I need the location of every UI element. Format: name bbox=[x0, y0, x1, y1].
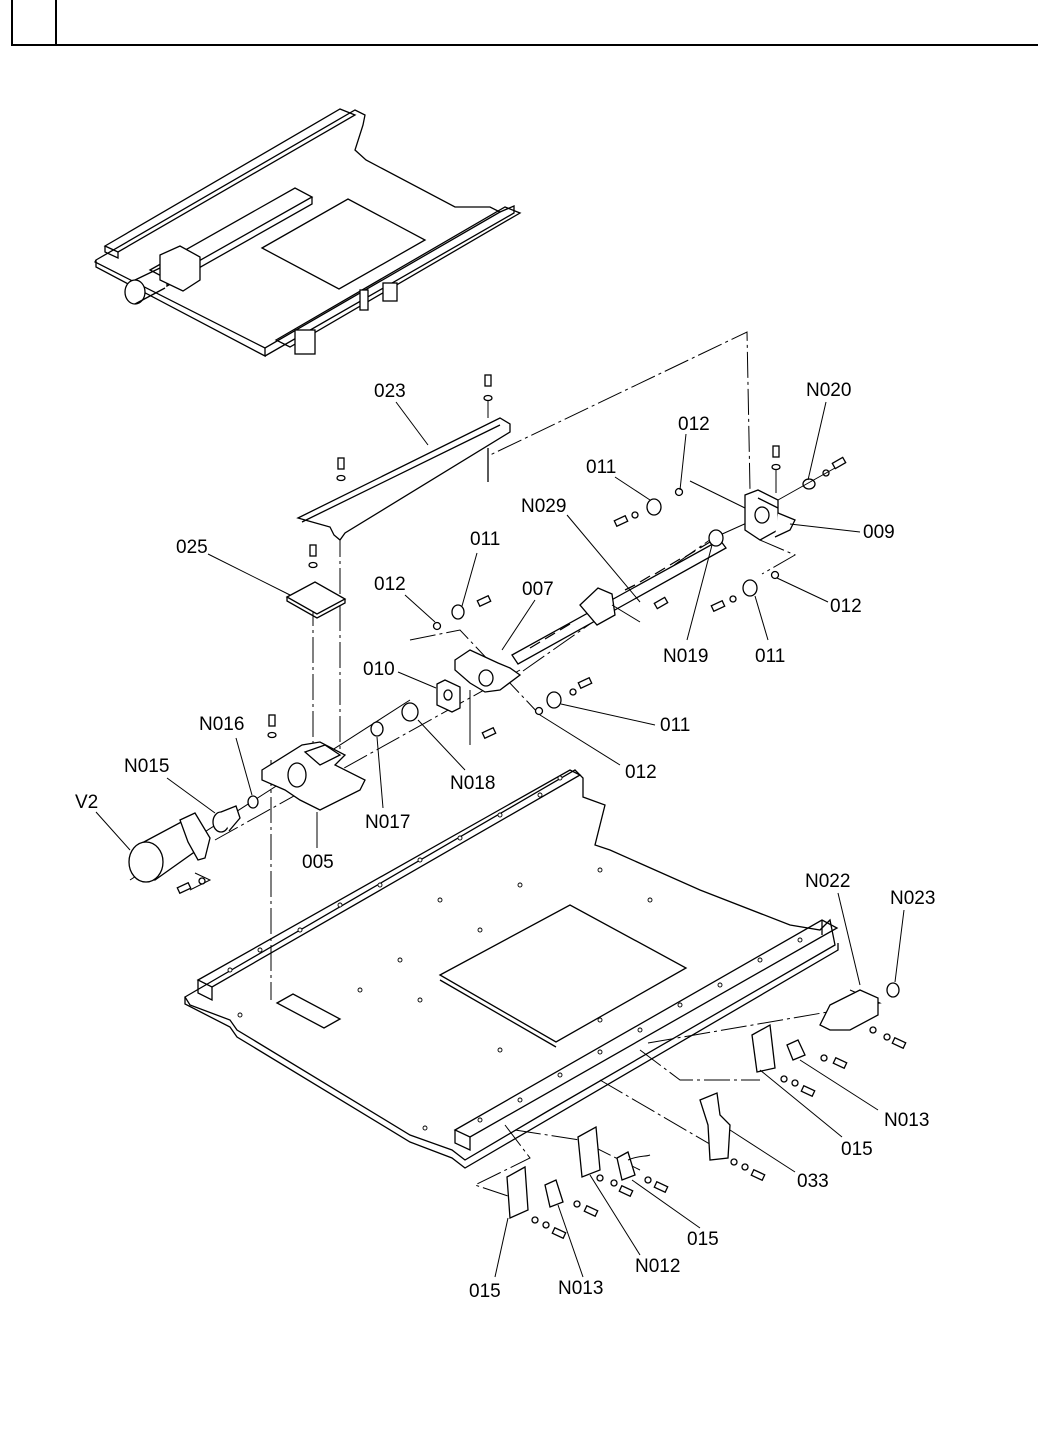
callout-015: 015 bbox=[841, 1139, 873, 1160]
callout-n023: N023 bbox=[890, 888, 935, 909]
callout-n018: N018 bbox=[450, 773, 495, 794]
callout-010: 010 bbox=[363, 659, 395, 680]
part-015-sensor-bracket-left bbox=[507, 1167, 598, 1238]
callout-012: 012 bbox=[374, 574, 406, 595]
callout-n013: N013 bbox=[884, 1110, 929, 1131]
screw-icon bbox=[772, 446, 780, 493]
screw-icon bbox=[309, 545, 317, 568]
callout-025: 025 bbox=[176, 537, 208, 558]
part-n012-sensor-bracket bbox=[578, 1127, 668, 1196]
part-n017-collar-icon bbox=[371, 722, 383, 736]
callout-015: 015 bbox=[687, 1229, 719, 1250]
part-010-flange bbox=[437, 680, 460, 712]
callout-011: 011 bbox=[755, 646, 785, 667]
part-033-z-bracket bbox=[700, 1093, 765, 1180]
part-009-bearing-block bbox=[745, 446, 846, 540]
part-n023-cap-icon bbox=[887, 983, 899, 997]
callout-v2: V2 bbox=[75, 792, 98, 813]
callout-005: 005 bbox=[302, 852, 334, 873]
part-n018-bearing-icon bbox=[402, 703, 418, 721]
callout-n022: N022 bbox=[805, 871, 850, 892]
callout-011: 011 bbox=[660, 715, 690, 736]
callout-023: 023 bbox=[374, 381, 406, 402]
part-015-sensor-bracket-right bbox=[752, 1025, 847, 1096]
callout-n019: N019 bbox=[663, 646, 708, 667]
base-slot-cutout bbox=[277, 994, 340, 1028]
callout-n016: N016 bbox=[199, 714, 244, 735]
callout-n017: N017 bbox=[365, 812, 410, 833]
overview-base-plate bbox=[95, 109, 520, 356]
callout-n020: N020 bbox=[806, 380, 851, 401]
callout-012: 012 bbox=[625, 762, 657, 783]
callout-011: 011 bbox=[470, 529, 500, 550]
overview-sensor-icon bbox=[383, 283, 397, 301]
part-n016-coupling-icon bbox=[248, 796, 258, 808]
callout-012: 012 bbox=[678, 414, 710, 435]
callout-n012: N012 bbox=[635, 1256, 680, 1277]
callout-033: 033 bbox=[797, 1171, 829, 1192]
screw-icon bbox=[484, 375, 492, 418]
callout-007: 007 bbox=[522, 579, 554, 600]
part-025-plate bbox=[287, 545, 345, 618]
part-n013-sensor-icon bbox=[787, 1040, 805, 1060]
assembled-overview bbox=[95, 109, 520, 356]
callout-009: 009 bbox=[863, 522, 895, 543]
callout-015: 015 bbox=[469, 1281, 501, 1302]
overview-sensor-pair-icon bbox=[295, 330, 315, 354]
part-011-spacer-right bbox=[711, 572, 778, 612]
part-n022-switch bbox=[820, 983, 906, 1048]
callout-n015: N015 bbox=[124, 756, 169, 777]
base-window-cutout bbox=[440, 905, 686, 1042]
callout-n013: N013 bbox=[558, 1278, 603, 1299]
screw-icon bbox=[337, 458, 345, 481]
callout-n029: N029 bbox=[521, 496, 566, 517]
callout-011: 011 bbox=[586, 457, 616, 478]
part-011-spacer-upper bbox=[614, 489, 682, 527]
part-v2-motor bbox=[129, 813, 210, 893]
part-007-support-block bbox=[434, 596, 521, 692]
part-n019-bearing-icon bbox=[709, 530, 723, 546]
part-main-base-plate bbox=[185, 770, 838, 1168]
callout-012: 012 bbox=[830, 596, 862, 617]
screw-icon bbox=[268, 715, 276, 738]
overview-bracket-icon bbox=[360, 290, 368, 310]
